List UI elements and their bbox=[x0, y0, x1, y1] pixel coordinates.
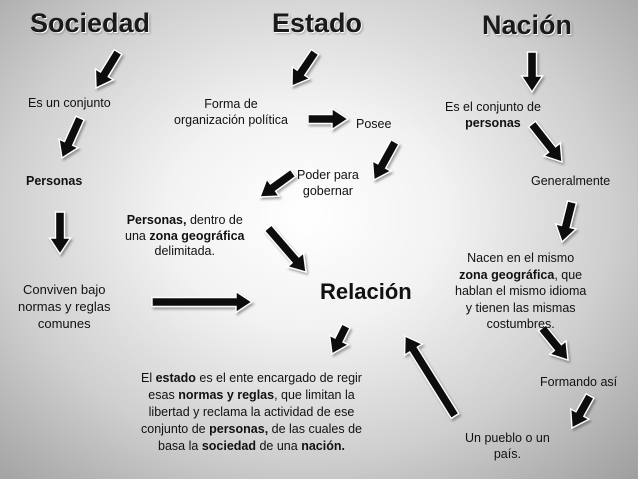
arrow-generalmente-down bbox=[554, 200, 578, 244]
estado-def-line-4: conjunto de personas, de las cuales de bbox=[141, 422, 362, 436]
node-forma-de: Forma de organización política bbox=[174, 97, 288, 128]
estado-def-line-3: libertad y reclama la actividad de ese bbox=[148, 405, 355, 419]
conviven-line-3: comunes bbox=[37, 316, 91, 331]
arrow-relacion-down bbox=[328, 323, 351, 356]
arrow-forma-right bbox=[307, 107, 350, 131]
pueblo-line-1: Un pueblo o un bbox=[465, 431, 550, 445]
node-formando-asi: Formando así bbox=[540, 375, 618, 389]
pueblo-line-2: país. bbox=[493, 446, 521, 461]
poder-line-1: Poder para bbox=[297, 168, 359, 182]
arrow-formando-down bbox=[569, 392, 595, 430]
node-poder-para: Poder para gobernar bbox=[297, 168, 359, 199]
node-es-el-conjunto: Es el conjunto de personas bbox=[445, 100, 541, 131]
forma-de-line-2: organización política bbox=[174, 112, 288, 127]
arrow-estado-down bbox=[291, 48, 320, 88]
conviven-line-1: Conviven bajo bbox=[23, 282, 106, 297]
arrow-nacion-down bbox=[520, 51, 544, 94]
node-es-un-conjunto: Es un conjunto bbox=[28, 96, 111, 110]
conjunto-line-1: Es el conjunto de bbox=[445, 100, 541, 114]
personas-zona-line-3: delimitada. bbox=[154, 244, 215, 258]
arrow-zona-down bbox=[263, 224, 307, 273]
node-conviven: Conviven bajo normas y reglas comunes bbox=[18, 281, 110, 332]
arrow-conviven-right bbox=[151, 290, 254, 314]
node-pueblo: Un pueblo o un país. bbox=[465, 431, 550, 462]
conjunto-line-2: personas bbox=[465, 115, 521, 130]
arrow-personas-down bbox=[48, 211, 72, 256]
estado-def-line-5: basa la sociedad de una nación. bbox=[158, 439, 345, 453]
node-estado-def: El estado es el ente encargado de regir … bbox=[141, 370, 362, 455]
node-personas-zona: Personas, dentro de una zona geográfica … bbox=[125, 213, 245, 260]
title-nacion: Nación bbox=[482, 10, 573, 40]
arrow-sociedad-down bbox=[94, 48, 123, 90]
nacen-line-1: Nacen en el mismo bbox=[467, 251, 575, 265]
personas-zona-line-2: una zona geográfica bbox=[125, 228, 245, 243]
node-generalmente: Generalmente bbox=[531, 174, 611, 188]
nacen-line-4: y tienen las mismas bbox=[465, 300, 576, 315]
nacen-line-3: hablan el mismo idioma bbox=[455, 284, 587, 298]
poder-line-2: gobernar bbox=[302, 183, 353, 198]
node-personas-sociedad: Personas bbox=[26, 174, 83, 188]
node-relacion: Relación bbox=[320, 279, 412, 304]
node-posee: Posee bbox=[356, 117, 392, 131]
title-sociedad: Sociedad bbox=[30, 8, 151, 38]
arrow-conjunto-down bbox=[58, 115, 86, 160]
estado-def-line-1: El estado es el ente encargado de regir bbox=[141, 371, 362, 385]
nacen-line-5: costumbres. bbox=[486, 317, 555, 331]
forma-de-line-1: Forma de bbox=[204, 97, 258, 111]
node-nacen: Nacen en el mismo zona geográfica, que h… bbox=[455, 250, 586, 333]
personas-zona-line-1: Personas, dentro de bbox=[126, 213, 243, 227]
conviven-line-2: normas y reglas bbox=[18, 299, 111, 314]
title-estado: Estado bbox=[272, 8, 363, 38]
estado-def-line-2: esas normas y reglas, que limitan la bbox=[148, 388, 355, 402]
arrow-poder-left bbox=[258, 168, 297, 198]
nacen-line-2: zona geográfica, que bbox=[459, 267, 583, 282]
arrow-pueblo-up bbox=[403, 334, 460, 420]
arrow-posee-down bbox=[371, 138, 400, 182]
